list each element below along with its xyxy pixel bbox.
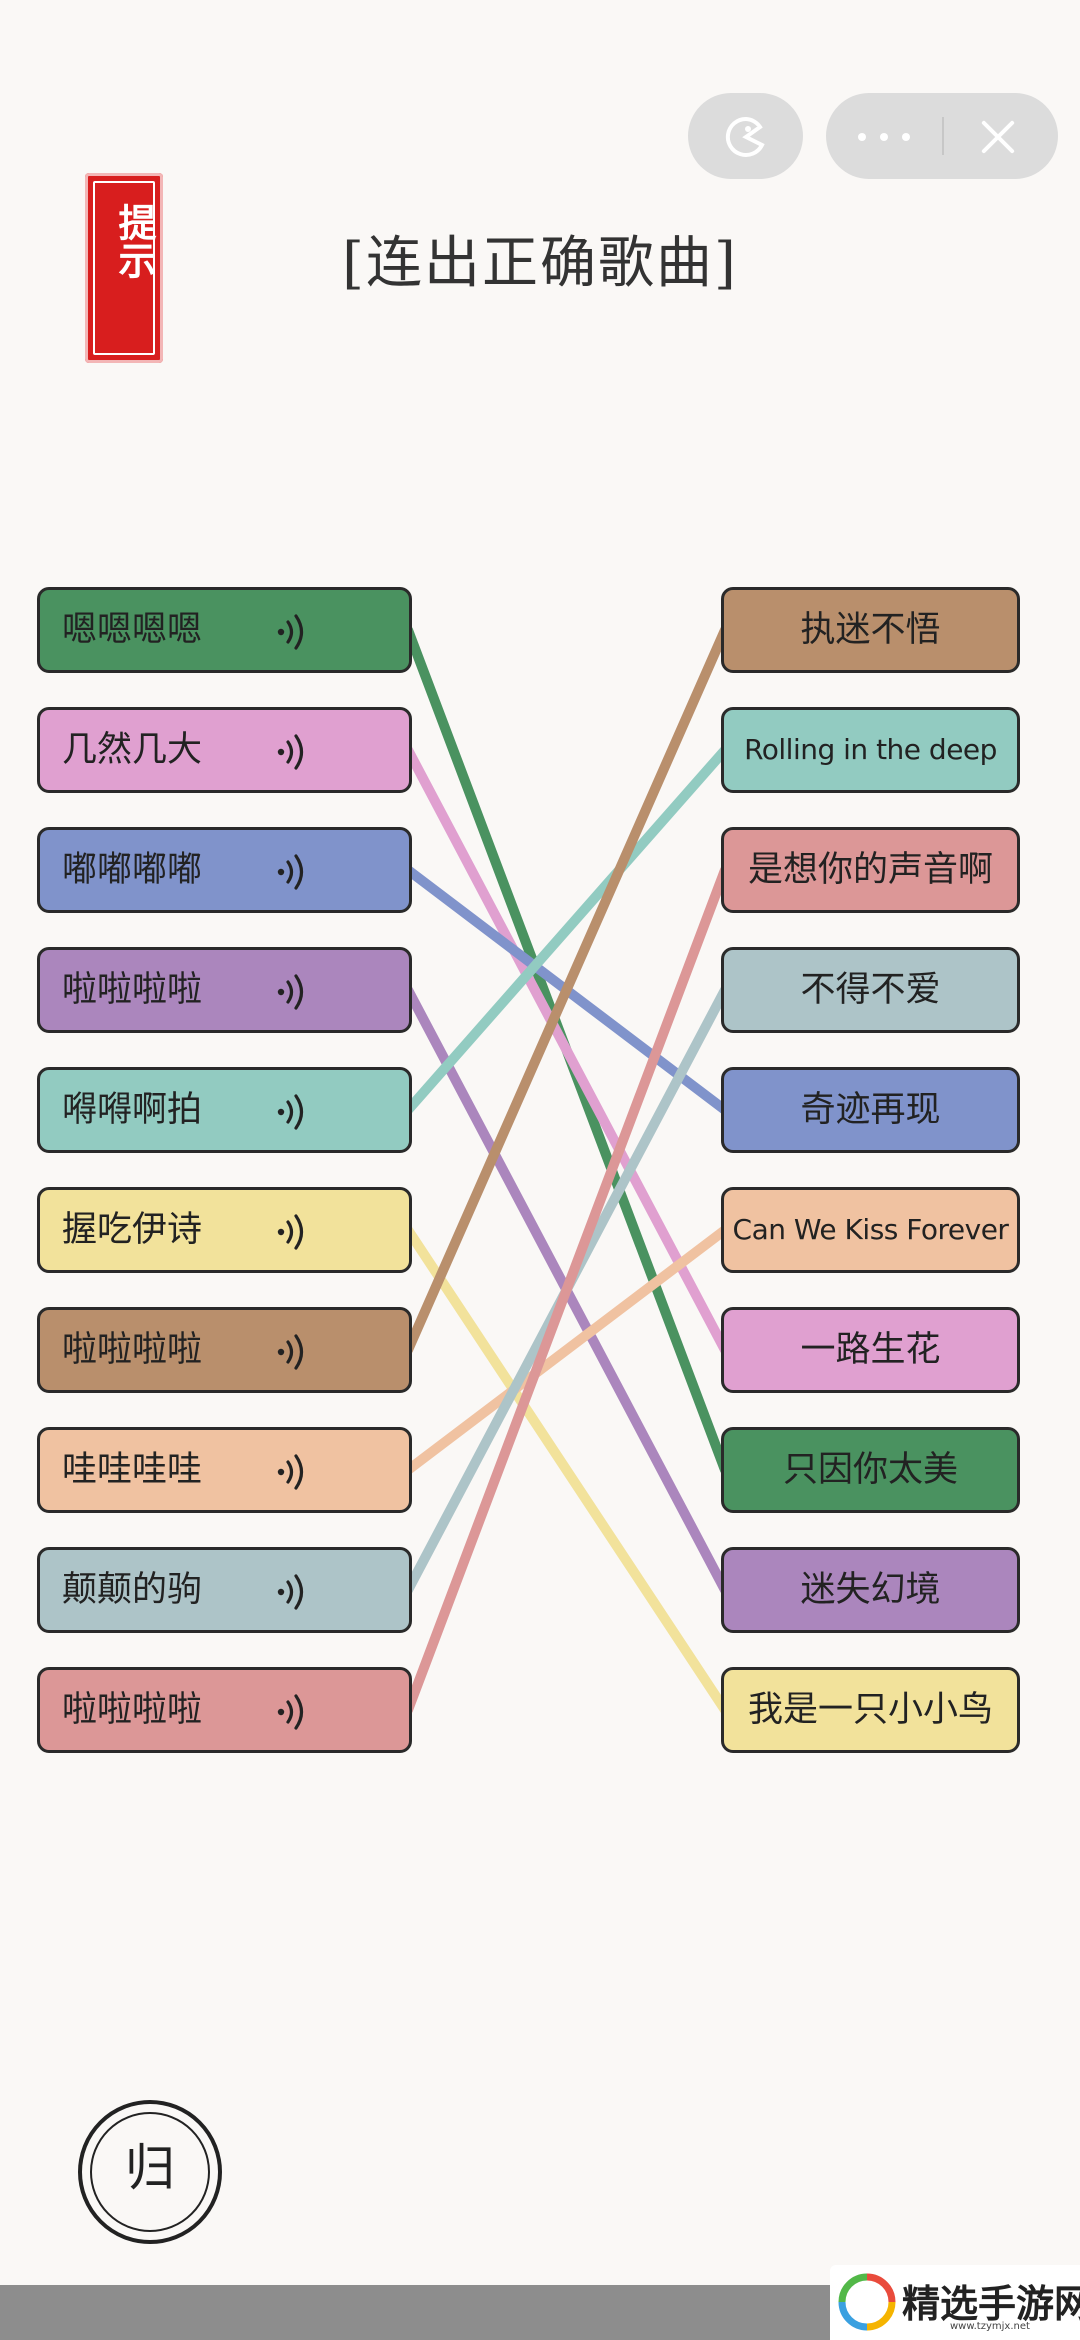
song-card[interactable]: 是想你的声音啊 xyxy=(721,827,1020,913)
song-title: 不得不爱 xyxy=(800,970,941,1010)
lyric-label: 哇哇哇哇 xyxy=(62,1450,203,1490)
song-card[interactable]: 奇迹再现 xyxy=(721,1067,1020,1153)
connection-line xyxy=(403,865,730,1715)
song-title: 一路生花 xyxy=(800,1330,941,1370)
sound-icon[interactable] xyxy=(273,852,313,892)
lyric-label: 几然几大 xyxy=(62,730,203,770)
lyric-card[interactable]: 握吃伊诗 xyxy=(37,1187,412,1273)
connection-line xyxy=(403,1225,730,1715)
sound-icon[interactable] xyxy=(273,1572,313,1612)
lyric-card[interactable]: 哇哇哇哇 xyxy=(37,1427,412,1513)
lyric-label: 握吃伊诗 xyxy=(62,1210,203,1250)
game-center-icon xyxy=(725,116,765,157)
song-card[interactable]: 只因你太美 xyxy=(721,1427,1020,1513)
seal-border xyxy=(93,181,155,355)
song-title: 我是一只小小鸟 xyxy=(747,1690,993,1730)
connection-line xyxy=(403,745,730,1355)
sound-icon[interactable] xyxy=(273,1692,313,1732)
lyric-card[interactable]: 几然几大 xyxy=(37,707,412,793)
lyric-label: 啦啦啦啦 xyxy=(62,1690,203,1730)
sound-icon[interactable] xyxy=(273,732,313,772)
watermark-text: 精选手游网 xyxy=(902,2282,1080,2326)
connection-line xyxy=(403,745,730,1115)
sound-icon[interactable] xyxy=(273,1212,313,1252)
song-card[interactable]: 一路生花 xyxy=(721,1307,1020,1393)
page-title: [连出正确歌曲] xyxy=(342,231,738,296)
watermark-logo-icon xyxy=(838,2273,896,2331)
lyric-card[interactable]: 颠颠的驹 xyxy=(37,1547,412,1633)
lyric-card[interactable]: 嗯嗯嗯嗯 xyxy=(37,587,412,673)
return-button-ring xyxy=(90,2112,210,2232)
capsule-divider xyxy=(942,117,944,155)
song-card[interactable]: 我是一只小小鸟 xyxy=(721,1667,1020,1753)
lyric-card[interactable]: 嘚嘚啊拍 xyxy=(37,1067,412,1153)
song-title: 只因你太美 xyxy=(782,1450,958,1490)
song-title: 是想你的声音啊 xyxy=(747,850,993,890)
lyric-card[interactable]: 啦啦啦啦 xyxy=(37,1667,412,1753)
song-card[interactable]: 不得不爱 xyxy=(721,947,1020,1033)
sound-icon[interactable] xyxy=(273,1452,313,1492)
lyric-label: 嗯嗯嗯嗯 xyxy=(62,610,203,650)
hint-button[interactable]: 提示 xyxy=(85,173,163,363)
sound-icon[interactable] xyxy=(273,1092,313,1132)
song-title: Rolling in the deep xyxy=(744,733,997,766)
return-button[interactable]: 归 xyxy=(78,2100,222,2244)
lyric-label: 啦啦啦啦 xyxy=(62,970,203,1010)
return-label: 归 xyxy=(125,2139,175,2197)
song-card[interactable]: Rolling in the deep xyxy=(721,707,1020,793)
connection-line xyxy=(403,1225,730,1475)
lyric-label: 啦啦啦啦 xyxy=(62,1330,203,1370)
connection-line xyxy=(403,625,730,1355)
song-title: 奇迹再现 xyxy=(800,1090,941,1130)
more-options-icon[interactable] xyxy=(856,121,916,151)
mini-program-capsule xyxy=(826,93,1058,179)
watermark-url: www.tzymjx.net xyxy=(950,2321,1030,2332)
sound-icon[interactable] xyxy=(273,612,313,652)
song-card[interactable]: 迷失幻境 xyxy=(721,1547,1020,1633)
song-title: 执迷不悟 xyxy=(800,610,941,650)
lyric-label: 嘟嘟嘟嘟 xyxy=(62,850,203,890)
hint-label: 提示 xyxy=(112,203,157,279)
song-card[interactable]: Can We Kiss Forever xyxy=(721,1187,1020,1273)
lyric-card[interactable]: 啦啦啦啦 xyxy=(37,1307,412,1393)
watermark: 精选手游网 www.tzymjx.net xyxy=(830,2265,1080,2340)
sound-icon[interactable] xyxy=(273,972,313,1012)
lyric-label: 颠颠的驹 xyxy=(62,1570,203,1610)
song-card[interactable]: 执迷不悟 xyxy=(721,587,1020,673)
sound-icon[interactable] xyxy=(273,1332,313,1372)
lyric-label: 嘚嘚啊拍 xyxy=(62,1090,203,1130)
game-menu-button[interactable] xyxy=(688,93,803,179)
song-title: Can We Kiss Forever xyxy=(732,1213,1009,1246)
lyric-card[interactable]: 嘟嘟嘟嘟 xyxy=(37,827,412,913)
lyric-card[interactable]: 啦啦啦啦 xyxy=(37,947,412,1033)
song-title: 迷失幻境 xyxy=(800,1570,941,1610)
